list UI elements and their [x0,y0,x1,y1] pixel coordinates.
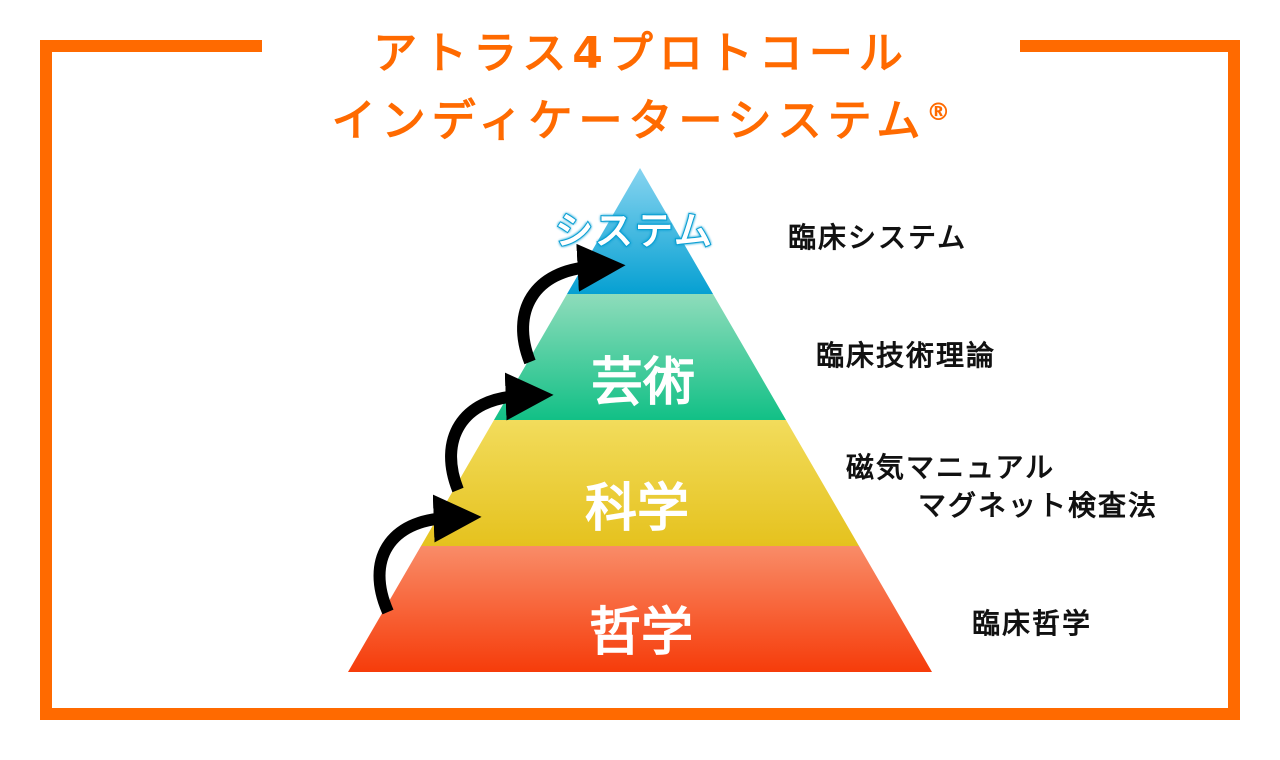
title-line-2-text: インディケーターシステム [331,95,927,147]
step-arrow-2 [445,372,554,493]
tier-label-science: 科学 [584,479,689,539]
step-arrow-1 [373,494,482,615]
step-arrow-3 [517,243,626,365]
side-label-magnet-test: マグネット検査法 [918,489,1159,522]
tier-science [421,420,859,546]
registered-mark: ® [926,98,951,126]
side-label-magnetic-manual: 磁気マニュアル [846,451,1056,484]
title-line-1: アトラス4プロトコール [373,28,909,79]
title-line-2: インディケーターシステム® [262,84,1020,150]
title-gap [262,30,1020,60]
tier-art [494,294,786,420]
side-label-clinical-philosophy: 臨床哲学 [972,607,1093,640]
tier-philosophy [348,546,932,672]
tier-label-art: 芸術 [590,353,695,413]
side-label-clinical-technique-theory: 臨床技術理論 [816,339,997,372]
tier-label-philosophy: 哲学 [588,603,693,663]
side-label-clinical-system: 臨床システム [788,221,968,254]
tier-label-system: システム [554,208,714,254]
